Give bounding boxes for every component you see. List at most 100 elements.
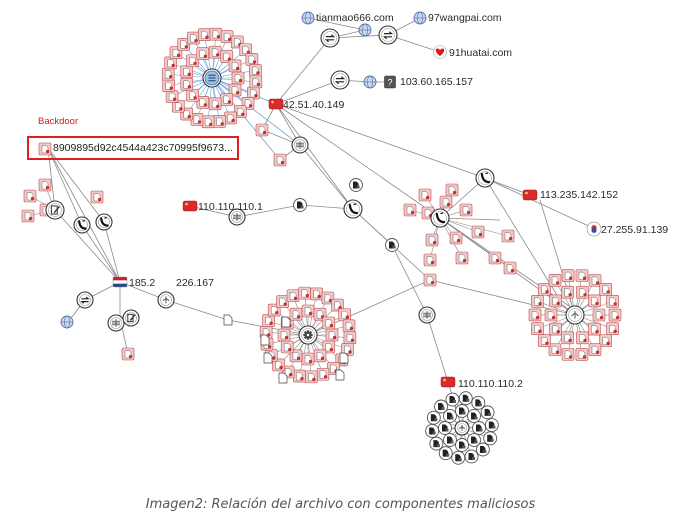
china-flag-icon-ip113[interactable] (522, 189, 538, 201)
malicious-file-icon[interactable] (121, 347, 135, 361)
infected-file-icon[interactable] (293, 198, 307, 212)
malicious-file-icon[interactable] (538, 334, 551, 347)
malicious-file-icon[interactable] (606, 322, 619, 336)
malicious-file-icon[interactable] (304, 370, 318, 384)
malicious-file-icon[interactable] (301, 304, 315, 318)
malicious-file-icon[interactable] (599, 334, 612, 348)
malicious-file-icon[interactable] (561, 285, 574, 299)
china-flag-icon-ip42[interactable] (268, 98, 284, 110)
malicious-file-icon[interactable] (538, 282, 551, 296)
malicious-file-icon[interactable] (180, 65, 194, 79)
domain-label-tianmao666[interactable]: tianmao666.com (316, 12, 394, 24)
malicious-file-icon[interactable] (301, 352, 315, 366)
exchange-arrows-hub-icon-top-3[interactable] (378, 25, 398, 45)
malicious-file-icon[interactable] (576, 331, 589, 345)
ip-label-103-60-165-157[interactable]: 103.60.165.157 (400, 76, 473, 88)
tree-hub-icon[interactable] (565, 305, 585, 325)
malicious-file-icon[interactable] (588, 322, 601, 336)
malicious-file-icon[interactable] (190, 113, 204, 126)
malicious-file-icon[interactable] (231, 71, 245, 85)
malicious-file-icon[interactable] (592, 308, 606, 322)
malicious-file-icon[interactable] (331, 298, 344, 312)
malicious-file-icon[interactable] (501, 229, 515, 243)
malicious-file-icon[interactable] (180, 77, 194, 91)
infected-file-icon[interactable] (425, 424, 440, 438)
malicious-file-icon[interactable] (528, 308, 542, 322)
malicious-file-icon[interactable] (171, 99, 185, 113)
document-icon[interactable] (263, 352, 273, 364)
malicious-file-icon[interactable] (186, 88, 199, 102)
malicious-file-icon[interactable] (23, 189, 37, 203)
malicious-file-icon[interactable] (588, 343, 602, 356)
network-hub-icon-ip110-1[interactable] (228, 208, 246, 226)
malicious-file-icon[interactable] (255, 123, 269, 137)
malicious-file-icon[interactable] (162, 79, 175, 92)
heart-icon[interactable] (433, 45, 447, 59)
globe-icon-wangpai[interactable] (413, 11, 427, 25)
malicious-file-icon[interactable] (549, 294, 562, 308)
document-icon[interactable] (339, 352, 349, 364)
malicious-file-icon[interactable] (208, 45, 222, 59)
malicious-file-icon[interactable] (289, 307, 303, 321)
network-hub-icon-lower[interactable] (418, 306, 436, 324)
backdoor-hash-label[interactable]: 8909895d92c4544a423c70995f9673... (53, 142, 233, 154)
document-icon[interactable] (281, 316, 291, 328)
globe-icon-mid[interactable] (358, 23, 372, 37)
malicious-file-icon[interactable] (606, 295, 619, 308)
malicious-file-icon[interactable] (531, 294, 544, 308)
phone-call-hub-icon-center[interactable] (343, 199, 363, 219)
malicious-file-icon[interactable] (439, 195, 453, 209)
malicious-file-icon[interactable] (38, 178, 52, 192)
malicious-file-icon[interactable] (423, 253, 437, 267)
ip-label-27-255-91-139[interactable]: 27.255.91.139 (601, 224, 668, 236)
ip-label-185-prefix[interactable]: 185.2 (129, 277, 155, 289)
malicious-file-icon[interactable] (201, 115, 215, 129)
malicious-file-icon[interactable] (262, 314, 275, 327)
infected-file-icon[interactable] (438, 446, 453, 461)
infected-file-icon[interactable] (471, 395, 486, 410)
tree-hub-icon-mid[interactable] (157, 291, 175, 309)
malicious-file-icon[interactable] (228, 59, 242, 73)
malicious-file-icon[interactable] (208, 97, 222, 111)
malicious-file-icon[interactable] (165, 90, 179, 103)
malicious-file-icon[interactable] (38, 142, 52, 156)
malicious-file-icon[interactable] (455, 251, 469, 265)
infected-file-icon[interactable] (464, 449, 479, 464)
malicious-file-icon[interactable] (177, 37, 191, 51)
phone-call-hub-icon-left-2[interactable] (95, 213, 113, 231)
malicious-file-icon[interactable] (247, 86, 260, 100)
malicious-file-icon[interactable] (239, 43, 253, 57)
malicious-file-icon[interactable] (277, 328, 291, 342)
netherlands-flag-icon[interactable] (112, 276, 128, 288)
malicious-file-icon[interactable] (273, 153, 287, 167)
infected-file-icon[interactable] (429, 436, 444, 451)
malicious-file-icon[interactable] (575, 348, 589, 361)
malicious-file-icon[interactable] (544, 308, 558, 322)
malicious-file-icon[interactable] (21, 209, 35, 223)
phone-call-hub-icon[interactable] (430, 208, 450, 228)
malicious-file-icon[interactable] (338, 308, 352, 321)
ip-label-110-110-110-2[interactable]: 110.110.110.2 (458, 378, 523, 390)
malicious-file-icon[interactable] (425, 233, 439, 247)
infected-file-icon[interactable] (438, 421, 452, 435)
malicious-file-icon[interactable] (445, 183, 459, 197)
edit-tool-hub-icon-left[interactable] (122, 309, 140, 327)
malicious-file-icon[interactable] (608, 308, 622, 322)
infected-file-icon[interactable] (467, 433, 481, 447)
malicious-file-icon[interactable] (561, 331, 574, 345)
malicious-file-icon[interactable] (471, 225, 485, 239)
document-icon-mid[interactable] (223, 314, 233, 326)
domain-label-91huatai[interactable]: 91huatai.com (449, 47, 512, 59)
infected-file-icon[interactable] (445, 392, 460, 407)
infected-file-icon[interactable] (475, 442, 490, 457)
infected-file-icon[interactable] (480, 405, 495, 420)
malicious-file-icon[interactable] (293, 369, 306, 383)
infected-file-icon[interactable] (483, 431, 498, 446)
malicious-file-icon[interactable] (286, 289, 300, 303)
document-icon[interactable] (278, 372, 288, 384)
gear-hub-icon[interactable] (298, 325, 318, 345)
ip-label-113-235-142-152[interactable]: 113.235.142.152 (540, 189, 618, 201)
malicious-file-icon[interactable] (280, 340, 294, 354)
infected-file-icon[interactable] (458, 391, 473, 406)
malicious-file-icon[interactable] (313, 349, 327, 363)
